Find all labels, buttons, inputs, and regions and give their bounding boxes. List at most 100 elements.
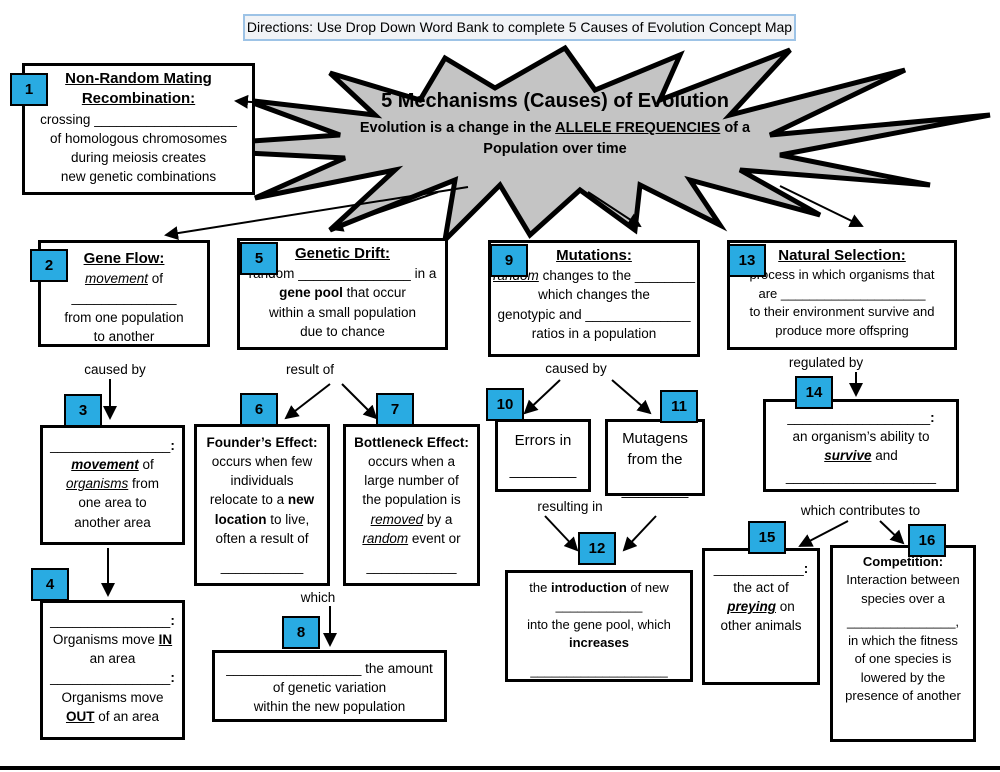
box5-title: Genetic Drift: (294, 245, 390, 262)
arrow-causedby-to-mutagens (611, 379, 652, 415)
box5-line4: due to chance (300, 323, 385, 339)
box15-line2: preying on (727, 599, 795, 615)
box5-line2: gene pool that occur (279, 285, 406, 301)
box4-line2: an area (89, 651, 136, 667)
arrow-causedby-to-errors (523, 379, 561, 415)
box-fitness: ___________________: an organism’s abili… (763, 399, 959, 492)
box5-line3: within a small population (268, 304, 417, 320)
box15-blank: ____________: (713, 561, 809, 576)
arrow-resultingin-left (544, 515, 579, 552)
box12-blank2: ___________________ (530, 662, 668, 678)
box2-line2: from one population (64, 309, 184, 325)
box3-blank-line: ________________: (50, 438, 175, 453)
dropdown-badge-2[interactable]: 2 (30, 249, 68, 282)
box9-title: Mutations: (556, 247, 632, 264)
box12-line2: into the gene pool, which (527, 616, 671, 632)
arrow-resultof-to-bottleneck (341, 383, 378, 420)
connector-which-contributes-to: which contributes to (800, 503, 921, 518)
box5-blank: _______________ (298, 266, 411, 282)
box15-line1: the act of (733, 580, 789, 596)
box4-line3: Organisms move (61, 689, 164, 705)
dropdown-badge-15[interactable]: 15 (748, 521, 786, 554)
box6-line3: relocate to a new (209, 492, 315, 508)
box3-line4: another area (74, 514, 151, 530)
dropdown-badge-3[interactable]: 3 (64, 394, 102, 427)
dropdown-badge-13[interactable]: 13 (728, 244, 766, 277)
box3-line2: organisms from (65, 476, 160, 492)
connector-caused-by-mutations: caused by (545, 361, 607, 376)
box2-title: Gene Flow: (83, 250, 165, 267)
box16-line3: in which the fitness (848, 632, 958, 648)
arrow-resultof-to-founders (284, 383, 331, 420)
box12-line3: increases (569, 635, 629, 651)
box-immigration-emigration: ________________: Organisms move IN an a… (40, 600, 185, 740)
connector-result-of: result of (285, 362, 335, 377)
dropdown-badge-16[interactable]: 16 (908, 524, 946, 557)
box8-line3: within the new population (253, 699, 406, 715)
dropdown-badge-11[interactable]: 11 (660, 390, 698, 423)
box9-blank1: ________ (634, 268, 695, 284)
box11-line1: Mutagens (622, 430, 688, 447)
box7-blank: ____________ (366, 558, 457, 574)
box2-blank: ______________ (71, 290, 177, 306)
box4-blank1: ________________: (50, 613, 175, 628)
dropdown-badge-12[interactable]: 12 (578, 532, 616, 565)
dropdown-badge-9[interactable]: 9 (490, 244, 528, 277)
box-predation: ____________: the act of preying on othe… (702, 548, 820, 685)
box10-blank: ________ (509, 462, 577, 480)
box12-blank1: ____________ (555, 598, 643, 614)
box6-title: Founder’s Effect: (206, 435, 318, 450)
box7-line5: random event or (362, 530, 461, 546)
box16-title: Competition: (862, 554, 944, 569)
dropdown-badge-1[interactable]: 1 (10, 73, 48, 106)
box-reduces-variation: __________________ the amount of genetic… (212, 650, 447, 722)
box6-line1: occurs when few (211, 454, 313, 470)
dropdown-badge-5[interactable]: 5 (240, 242, 278, 275)
dropdown-badge-8[interactable]: 8 (282, 616, 320, 649)
box14-blank2: ____________________ (785, 469, 937, 485)
box-migration: ________________: movement of organisms … (40, 425, 185, 545)
box6-line5: often a result of (215, 530, 309, 546)
dropdown-badge-4[interactable]: 4 (31, 568, 69, 601)
box4-line1: Organisms move IN (52, 632, 173, 648)
box-bottleneck-effect: Bottleneck Effect: occurs when a large n… (343, 424, 480, 586)
box1-blank: ___________________ (94, 111, 237, 127)
main-title: 5 Mechanisms (Causes) of Evolution (381, 90, 729, 112)
box16-line4: of one species is (854, 651, 952, 667)
dropdown-badge-7[interactable]: 7 (376, 393, 414, 426)
dropdown-badge-14[interactable]: 14 (795, 376, 833, 409)
box13-line4: produce more offspring (775, 322, 909, 338)
box7-line4: removed by a (370, 511, 453, 527)
box15-line3: other animals (720, 618, 802, 634)
box9-blank2: ______________ (585, 306, 691, 322)
box10-line1: Errors in (514, 432, 572, 449)
box13-line1: process in which organisms that (749, 267, 935, 283)
box9-line4: ratios in a population (531, 325, 657, 341)
box-founders-effect: Founder’s Effect: occurs when few indivi… (194, 424, 330, 586)
box1-line4: new genetic combinations (60, 168, 217, 184)
main-subtitle: Evolution is a change in the ALLELE FREQ… (359, 120, 751, 158)
box6-line4: location to live, (214, 511, 310, 527)
box-competition: Competition: Interaction between species… (830, 545, 976, 742)
box14-line1: an organism’s ability to (792, 429, 930, 445)
box16-line2: species over a (861, 590, 945, 606)
box1-title-line1: Non-Random Mating (65, 70, 212, 87)
box1-line3: during meiosis creates (70, 149, 207, 165)
box8-line2: of genetic variation (272, 680, 387, 696)
box4-blank2: ________________: (50, 670, 175, 686)
box13-line2: are ____________________ (758, 285, 926, 301)
arrow-resultingin-right (622, 515, 657, 552)
box16-line6: presence of another (845, 688, 961, 704)
box6-blank: ___________ (220, 558, 304, 574)
connector-caused-by-geneflow: caused by (84, 362, 146, 377)
box12-line1: the introduction of new (529, 580, 669, 595)
box3-line3: one area to (78, 495, 147, 511)
dropdown-badge-10[interactable]: 10 (486, 388, 524, 421)
box9-line3: genotypic and ______________ (497, 306, 691, 322)
allele-frequencies-emphasis: ALLELE FREQUENCIES (555, 120, 721, 136)
box-natural-selection: Natural Selection: process in which orga… (727, 240, 957, 350)
box16-line5: lowered by the (860, 669, 946, 685)
dropdown-badge-6[interactable]: 6 (240, 393, 278, 426)
connector-which: which (300, 590, 336, 605)
box13-line3: to their environment survive and (749, 304, 935, 320)
